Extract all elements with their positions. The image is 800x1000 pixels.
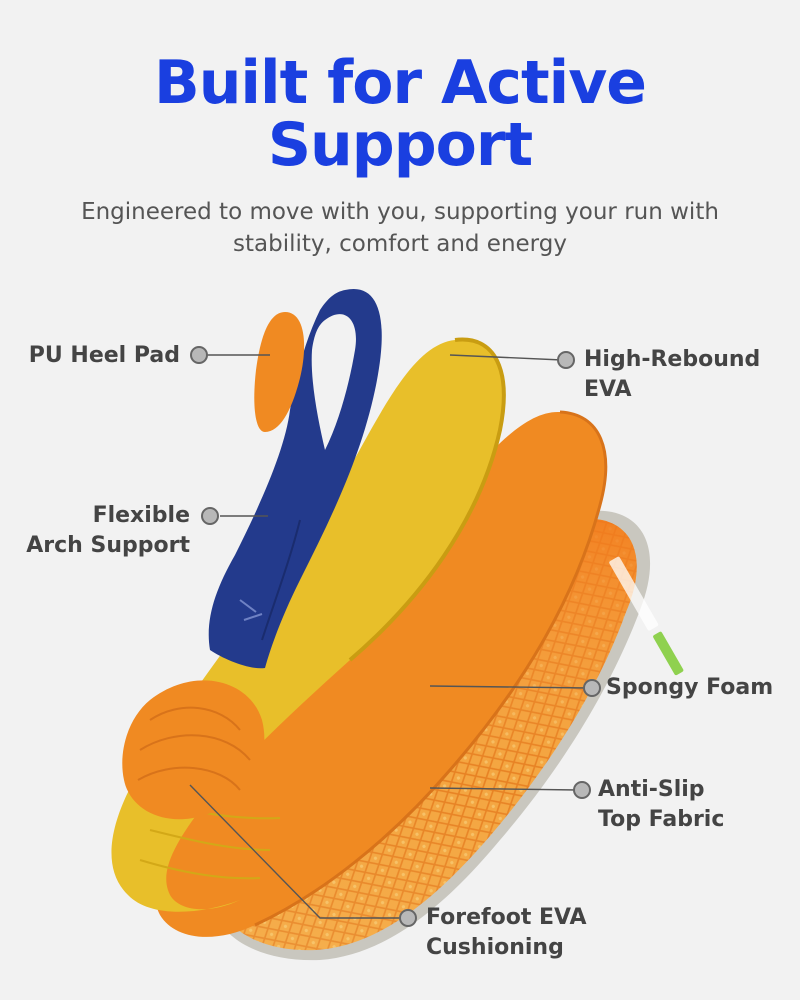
callout-forefoot-line-1: Forefoot EVA [426, 905, 587, 930]
subtitle-line-2: stability, comfort and energy [233, 231, 567, 257]
dot-marker-icon [557, 351, 575, 369]
dot-marker-icon [583, 679, 601, 697]
callout-high-rebound-eva: High-Rebound EVA [584, 345, 760, 405]
subtitle-line-1: Engineered to move with you, supporting … [81, 199, 719, 225]
dot-marker-icon [201, 507, 219, 525]
arch-support-layer [208, 288, 382, 669]
callout-anti-slip-fabric: Anti-Slip Top Fabric [598, 775, 724, 835]
callout-anti-slip-line-1: Anti-Slip [598, 777, 705, 802]
headline-line-2: Support [267, 110, 533, 180]
callout-markers [190, 346, 601, 927]
headline-line-1: Built for Active [153, 48, 647, 118]
dot-marker-icon [573, 781, 591, 799]
brand-logo-icon [609, 556, 684, 676]
subtitle: Engineered to move with you, supporting … [0, 196, 800, 260]
callout-forefoot-eva: Forefoot EVA Cushioning [426, 903, 587, 963]
leader-lines [189, 354, 589, 919]
dot-marker-icon [399, 909, 417, 927]
callout-forefoot-line-2: Cushioning [426, 935, 564, 960]
headline: Built for Active Support [0, 52, 800, 176]
callout-high-rebound-line-1: High-Rebound [584, 347, 761, 372]
callout-arch-support-line-1: Flexible [92, 503, 190, 528]
callout-arch-support: Flexible Arch Support [26, 501, 190, 561]
callout-anti-slip-line-2: Top Fabric [598, 807, 725, 832]
callout-high-rebound-line-2: EVA [584, 377, 632, 402]
forefoot-eva-pad [122, 680, 265, 820]
pu-heel-pad [254, 312, 305, 432]
callout-pu-heel-pad: PU Heel Pad [29, 341, 180, 371]
callout-spongy-foam: Spongy Foam [606, 673, 773, 703]
callout-spongy-foam-line-1: Spongy Foam [606, 675, 774, 700]
spongy-foam-layer [155, 410, 608, 937]
callout-pu-heel-pad-line-1: PU Heel Pad [28, 343, 180, 368]
callout-arch-support-line-2: Arch Support [26, 533, 190, 558]
dot-marker-icon [190, 346, 208, 364]
